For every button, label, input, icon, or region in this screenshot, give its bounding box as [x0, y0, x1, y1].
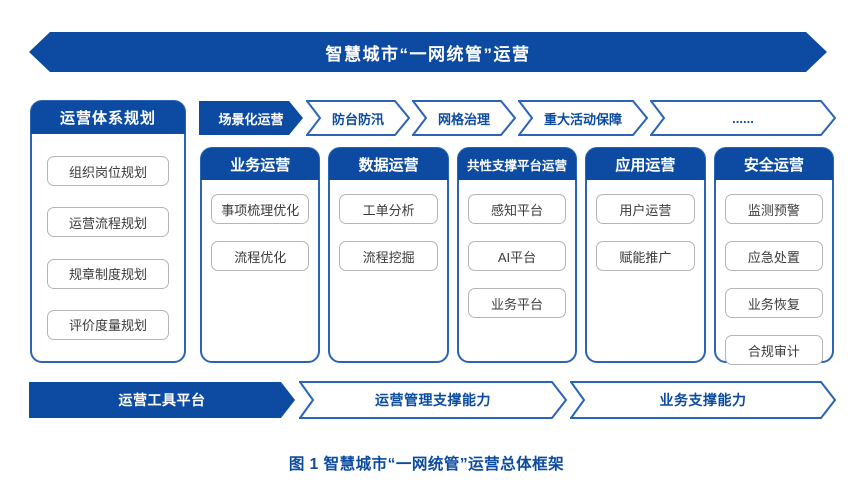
figure-caption: 图 1 智慧城市“一网统管”运营总体框架: [288, 456, 565, 473]
scenario-arrow-label: 网格治理: [437, 111, 490, 127]
scenario-arrow: ......: [650, 100, 836, 136]
column-items: 监测预警应急处置业务恢复合规审计: [716, 179, 832, 365]
operation-column: 业务运营事项梳理优化流程优化: [200, 147, 321, 363]
planning-item: 规章制度规划: [47, 258, 169, 289]
planning-items: 组织岗位规划运营流程规划规章制度规划评价度量规划: [32, 135, 184, 361]
banner-title: 智慧城市“一网统管”运营: [325, 44, 531, 64]
arrow-shape: [199, 101, 303, 135]
column-header: 应用运营: [586, 148, 705, 180]
column-item: 工单分析: [339, 194, 438, 224]
top-banner: 智慧城市“一网统管”运营: [28, 31, 828, 73]
column-item: 业务平台: [467, 288, 567, 318]
operation-column: 数据运营工单分析流程挖掘: [328, 147, 449, 363]
capability-arrow-lead: 运营工具平台: [28, 381, 296, 419]
arrow-shape: [518, 100, 648, 136]
arrow-shape: [306, 100, 410, 136]
scenario-arrow-label: 防台防汛: [331, 111, 384, 127]
column-item: 感知平台: [467, 194, 567, 224]
arrow-shape: [412, 100, 516, 136]
column-item: 监测预警: [724, 194, 824, 224]
scenario-arrow-label: 重大活动保障: [543, 111, 622, 127]
scenario-arrow: 防台防汛: [306, 100, 410, 136]
column-item: 应急处置: [724, 241, 824, 271]
column-item: 赋能推广: [596, 241, 695, 271]
column-header: 安全运营: [714, 148, 834, 180]
column-item: 流程挖掘: [339, 241, 438, 271]
column-items: 用户运营赋能推广: [587, 179, 703, 271]
planning-item: 评价度量规划: [47, 309, 169, 340]
arrow-shape: [29, 32, 827, 72]
planning-item: 运营流程规划: [47, 207, 169, 238]
column-items: 感知平台 AI平台业务平台: [459, 179, 575, 318]
scenario-arrow-lead: 场景化运营: [198, 100, 304, 136]
column-items: 工单分析流程挖掘: [330, 179, 446, 271]
capability-arrow-label: 业务支撑能力: [659, 392, 747, 408]
column-header: 共性支撑平台运营: [457, 148, 577, 180]
arrow-shape: [299, 381, 567, 419]
scenario-arrow-label: ......: [732, 110, 754, 126]
column-header: 数据运营: [329, 148, 448, 180]
scenario-arrow: 网格治理: [412, 100, 516, 136]
operation-column: 安全运营监测预警应急处置业务恢复合规审计: [713, 147, 835, 365]
arrow-shape: [570, 381, 836, 419]
scenario-arrow-lead-label: 场景化运营: [218, 111, 284, 127]
arrow-shape: [650, 100, 836, 136]
scenario-arrow: 重大活动保障: [518, 100, 648, 136]
planning-panel-header: 运营体系规划: [31, 101, 185, 134]
column-items: 事项梳理优化流程优化: [202, 179, 318, 271]
column-header: 业务运营: [201, 148, 320, 180]
planning-item: 组织岗位规划: [47, 156, 169, 187]
column-item: 事项梳理优化: [211, 194, 310, 224]
arrow-shape: [29, 382, 295, 418]
capability-arrow-lead-label: 运营工具平台: [118, 392, 206, 408]
capability-arrow-label: 运营管理支撑能力: [375, 392, 491, 408]
column-item: 用户运营: [596, 194, 695, 224]
planning-panel: 运营体系规划 组织岗位规划运营流程规划规章制度规划评价度量规划: [30, 100, 186, 363]
capability-arrow: 业务支撑能力: [570, 381, 836, 419]
capability-arrow: 运营管理支撑能力: [299, 381, 567, 419]
column-item: AI平台: [467, 241, 567, 271]
column-item: 业务恢复: [724, 288, 824, 318]
column-item: 流程优化: [211, 241, 310, 271]
operation-column: 共性支撑平台运营感知平台 AI平台业务平台: [456, 147, 578, 363]
column-item: 合规审计: [724, 335, 824, 365]
operation-column: 应用运营用户运营赋能推广: [585, 147, 706, 363]
